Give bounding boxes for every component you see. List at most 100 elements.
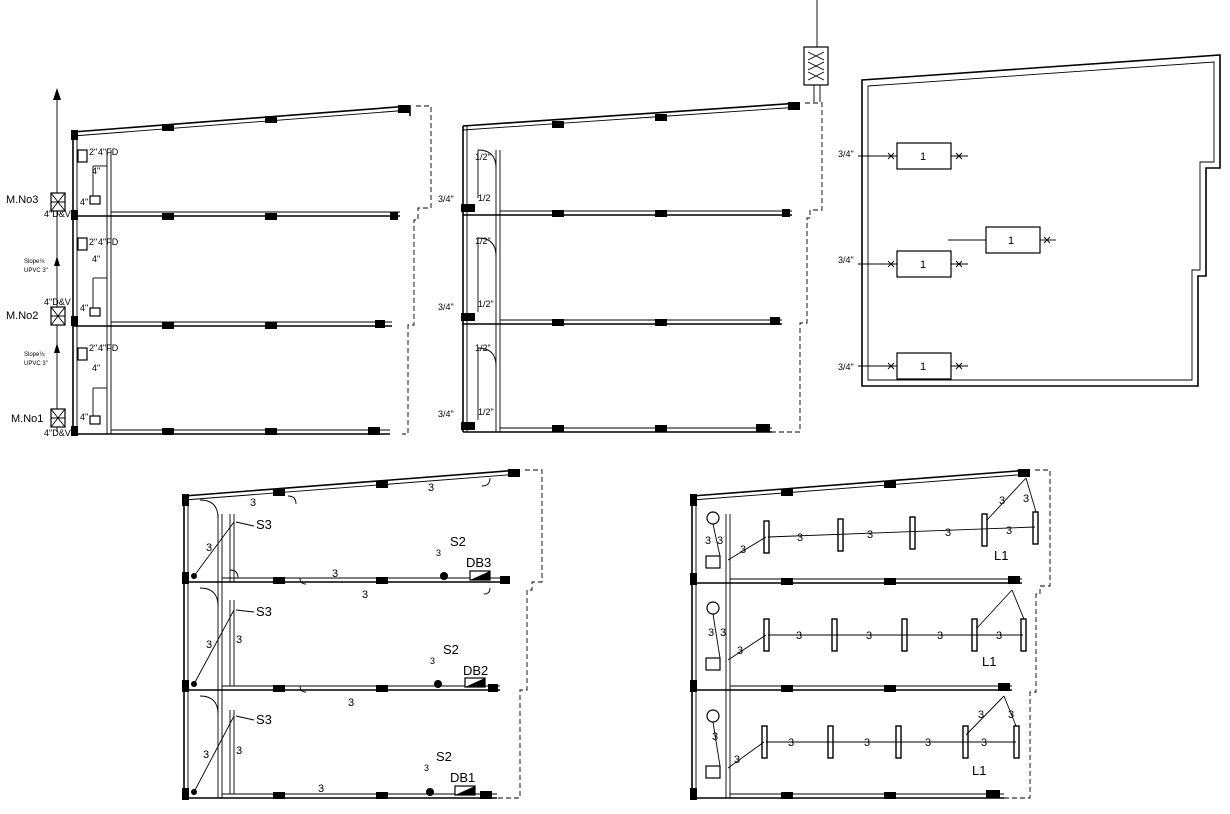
wire-count-label: 3 bbox=[362, 589, 368, 601]
tank-label: 1 bbox=[920, 361, 926, 373]
slope-note: UPVC 3" bbox=[24, 268, 48, 274]
roof-tank-plan: 3/4" 3/4" 3/4" 1 1 1 1 bbox=[838, 54, 1221, 387]
tank-label: 1 bbox=[1008, 235, 1014, 247]
inlet-label: 3/4" bbox=[838, 149, 854, 159]
wire-count-label: 3 bbox=[1006, 525, 1012, 537]
pipe-label: 4" bbox=[92, 166, 100, 176]
wire-count-label: 3 bbox=[1008, 709, 1014, 721]
inlet-pipe bbox=[858, 152, 1056, 370]
valve-label: 4"D&V bbox=[44, 209, 71, 219]
wire-count-label: 3 bbox=[206, 639, 212, 651]
branch-pipe-label: 1/2" bbox=[478, 299, 494, 309]
wire-count-label: 3 bbox=[428, 482, 434, 494]
meter-label: M.No3 bbox=[6, 194, 38, 206]
wire-count-label: 3 bbox=[981, 737, 987, 749]
switch-label: S3 bbox=[256, 517, 272, 532]
light-label: L1 bbox=[994, 548, 1008, 563]
wire-count-label: 3 bbox=[436, 548, 441, 558]
branch-pipe-label: 1/2" bbox=[475, 236, 491, 246]
board-label: DB3 bbox=[466, 555, 491, 570]
pipe-label: 4" bbox=[80, 197, 88, 207]
branch-pipe-label: 1/2" bbox=[478, 407, 494, 417]
flow-arrow-icon bbox=[54, 343, 60, 353]
structural-column bbox=[182, 469, 520, 800]
wire-count-label: 3 bbox=[740, 544, 746, 556]
main-pipe-label: 3/4" bbox=[438, 194, 454, 204]
valve-label: 4"D&V bbox=[44, 297, 71, 307]
wire-count-label: 3 bbox=[206, 542, 212, 554]
wire-count-label: 3 bbox=[318, 783, 324, 795]
slope-note: UPVC 3" bbox=[24, 361, 48, 367]
wire-count-label: 3 bbox=[424, 763, 429, 773]
wire-count-label: 3 bbox=[864, 737, 870, 749]
board-label: DB2 bbox=[463, 663, 488, 678]
board-label: DB1 bbox=[450, 770, 475, 785]
building-top-wall bbox=[462, 102, 801, 127]
boundary-dashed bbox=[1004, 469, 1051, 799]
switch-label: S3 bbox=[256, 604, 272, 619]
wire-count-label: 3 bbox=[978, 709, 984, 721]
wire-count-label: 3 bbox=[236, 745, 242, 757]
meter-label: M.No2 bbox=[6, 310, 38, 322]
meter-label: M.No1 bbox=[11, 413, 43, 425]
structural-column bbox=[690, 469, 1030, 800]
wire-count-label: 3 bbox=[712, 731, 718, 743]
slope-note: Slope⅛ bbox=[24, 352, 45, 358]
wire-count-label: 3 bbox=[708, 627, 714, 639]
main-pipe-label: 3/4" bbox=[438, 409, 454, 419]
building-top-wall bbox=[72, 105, 411, 133]
floor-slab bbox=[73, 211, 400, 327]
toilet-partition bbox=[92, 150, 112, 434]
tank-label: 1 bbox=[920, 151, 926, 163]
pipe-label: 4"FD bbox=[98, 237, 119, 247]
flow-arrow-icon bbox=[53, 88, 61, 100]
wire-count-label: 3 bbox=[996, 630, 1002, 642]
valve-label: 4"D&V bbox=[44, 428, 71, 438]
wire-count-label: 3 bbox=[866, 630, 872, 642]
light-label: L1 bbox=[982, 654, 996, 669]
flow-arrow-icon bbox=[54, 256, 60, 266]
structural-column bbox=[461, 102, 800, 432]
inlet-label: 3/4" bbox=[838, 255, 854, 265]
wire-count-label: 3 bbox=[203, 749, 209, 761]
pipe-label: 4" bbox=[92, 363, 100, 373]
pipe-label: 4"FD bbox=[98, 147, 119, 157]
water-tank bbox=[896, 142, 1041, 380]
pipe-label: 2" bbox=[89, 237, 97, 247]
wire-count-label: 3 bbox=[1023, 493, 1029, 505]
toilet-partition bbox=[477, 149, 501, 432]
wire-count-label: 3 bbox=[796, 630, 802, 642]
wiring-run bbox=[191, 477, 491, 796]
wire-count-label: 3 bbox=[937, 630, 943, 642]
wire-count-label: 3 bbox=[236, 634, 242, 646]
wire-count-label: 3 bbox=[867, 529, 873, 541]
building-top-wall bbox=[183, 469, 521, 497]
wire-count-label: 3 bbox=[250, 497, 256, 509]
switch-label: S2 bbox=[450, 534, 466, 549]
drainage-plan: M.No3 M.No2 M.No1 4"FD 4"FD 4"FD 4" 4" 4… bbox=[6, 88, 432, 438]
toilet-partition bbox=[705, 511, 731, 798]
pipe-label: 4" bbox=[80, 303, 88, 313]
branch-pipe-label: 1/2 bbox=[478, 193, 491, 203]
main-pipe-label: 3/4" bbox=[438, 302, 454, 312]
wire-count-label: 3 bbox=[332, 568, 338, 580]
meter-box bbox=[50, 192, 66, 428]
boundary-dashed bbox=[402, 105, 432, 435]
wire-count-label: 3 bbox=[705, 535, 711, 547]
power-plan: S3 S3 S3 S2 S2 S2 DB3 DB2 DB1 3 3 3 3 3 … bbox=[182, 469, 543, 800]
distribution-board bbox=[454, 570, 491, 796]
branch-pipe-label: 1/2" bbox=[475, 343, 491, 353]
wiring-run bbox=[712, 477, 1037, 769]
wire-count-label: 3 bbox=[999, 495, 1005, 507]
tank-label: 1 bbox=[920, 259, 926, 271]
wire-count-label: 3 bbox=[720, 627, 726, 639]
wire-count-label: 3 bbox=[737, 645, 743, 657]
wire-count-label: 3 bbox=[788, 737, 794, 749]
water-supply-plan: 3/4" 3/4" 3/4" 1/2" 1/2 1/2" 1/2" 1/2" 1… bbox=[438, 0, 829, 433]
boundary-dashed bbox=[772, 102, 823, 433]
inlet-label: 3/4" bbox=[838, 362, 854, 372]
roof-outline bbox=[861, 54, 1221, 387]
slope-note: Slope⅛ bbox=[24, 259, 45, 265]
wire-count-label: 3 bbox=[348, 697, 354, 709]
pipe-label: 2" bbox=[89, 147, 97, 157]
